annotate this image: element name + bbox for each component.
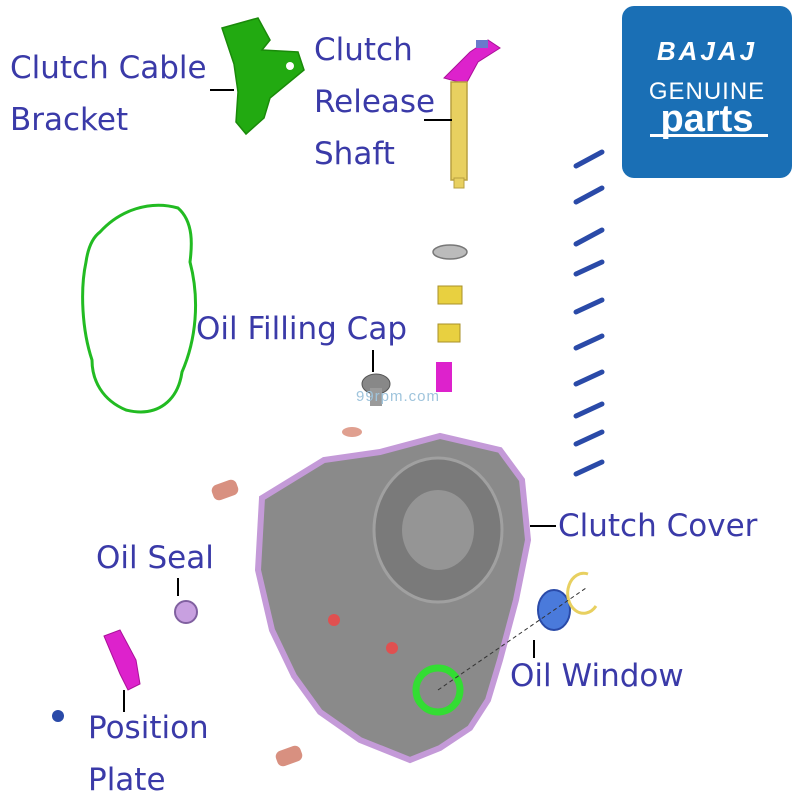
logo-brand-text: BAJAJ: [656, 36, 758, 66]
label-clutch-release-shaft: Clutch Release Shaft: [314, 32, 436, 172]
dowel-pin-upper: [211, 479, 239, 501]
position-plate-part: [103, 629, 141, 691]
small-bolt-part: [52, 710, 64, 722]
bajaj-genuine-parts-logo: BAJAJ GENUINE parts: [622, 6, 792, 178]
magenta-clip-part: [436, 362, 452, 392]
gasket-part: [81, 203, 198, 414]
label-clutch-cable-bracket: Clutch Cable Bracket: [10, 50, 207, 138]
small-ring-part: [342, 427, 362, 437]
clutch-cable-bracket-part: [221, 17, 305, 136]
oil-window-axis-line: [437, 587, 587, 691]
logo-line2-text: GENUINE: [648, 78, 766, 105]
watermark-text: 99rpm.com: [356, 388, 441, 405]
circlip-part: [566, 571, 598, 615]
oil-seal-part: [174, 600, 198, 624]
dowel-pin-lower: [275, 745, 303, 767]
label-oil-seal: Oil Seal: [96, 540, 214, 576]
logo-underline: [650, 134, 768, 137]
clutch-cover-part: [254, 432, 532, 764]
label-position-plate: Position Plate: [88, 710, 209, 798]
bush-lower-part: [437, 323, 461, 343]
oil-filling-cap-part: [361, 373, 391, 406]
bush-upper-part: [437, 285, 463, 305]
label-oil-filling-cap: Oil Filling Cap: [196, 311, 408, 347]
bearing-part: [432, 244, 468, 260]
label-clutch-cover: Clutch Cover: [558, 508, 758, 544]
label-oil-window: Oil Window: [510, 658, 684, 694]
logo-line3-text: parts: [660, 98, 754, 140]
clutch-release-shaft-part: [443, 39, 501, 189]
leader-lines: [123, 89, 556, 712]
cover-bolts: [573, 149, 605, 477]
